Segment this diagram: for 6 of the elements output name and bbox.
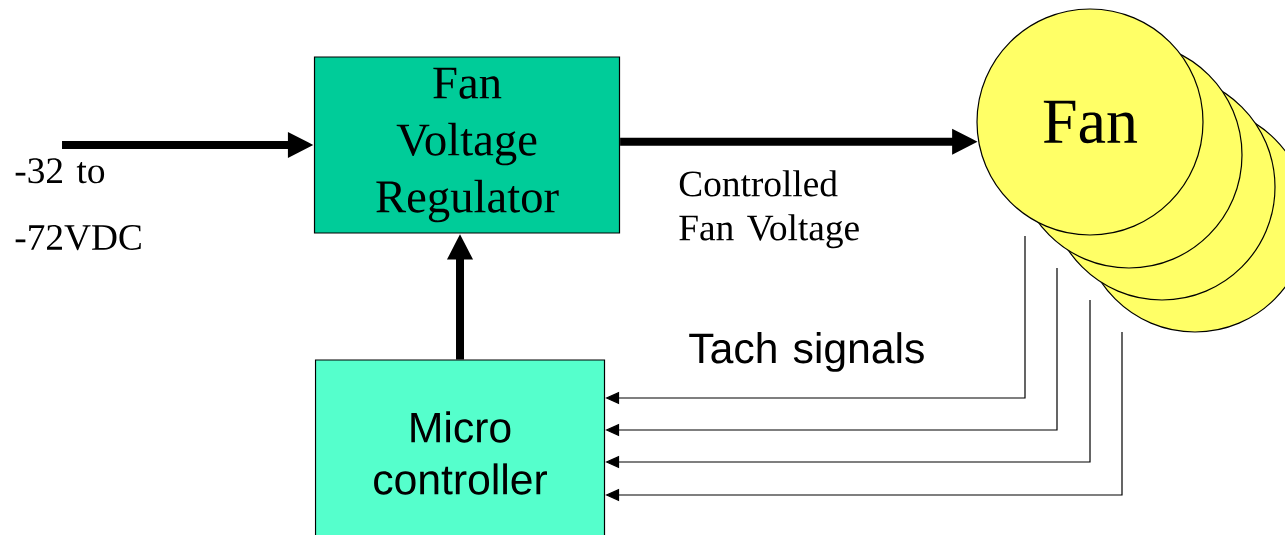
signal-label: Tach signals bbox=[689, 332, 924, 372]
edge-label: Controlled Fan Voltage bbox=[679, 170, 859, 249]
fan-stack-drawing: Fan bbox=[976, 8, 1285, 333]
voltage-range-label: -32 to -72VDC bbox=[15, 158, 141, 251]
regulator-box: Fan Voltage Regulator bbox=[313, 56, 621, 234]
controller-box: Micro controller bbox=[314, 359, 606, 535]
